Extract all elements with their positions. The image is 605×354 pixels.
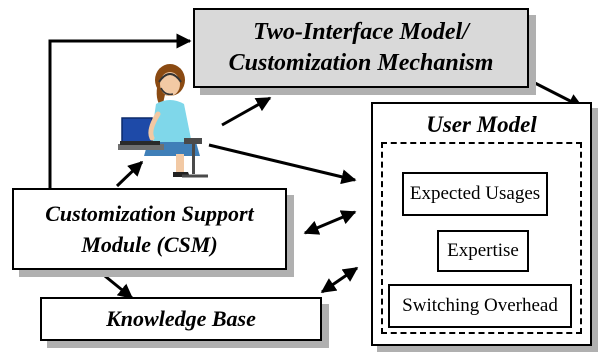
knowledge-base-box: Knowledge Base: [40, 297, 322, 341]
knowledge-base-label: Knowledge Base: [106, 306, 256, 331]
arrow-csm-to-user: [115, 160, 144, 188]
arrow-csm-to-tim: [48, 33, 192, 190]
arrow-csm-to-kb: [99, 270, 134, 300]
tim-line-1: Two-Interface Model/: [253, 19, 469, 45]
user-model-components-container: Expected Usages Expertise Switching Over…: [381, 142, 582, 334]
csm-line-2: Module (CSM): [81, 232, 218, 257]
arrow-user-to-tim: [221, 96, 272, 127]
user-model-title: User Model: [426, 112, 537, 137]
arrow-user-to-um: [208, 143, 357, 185]
two-interface-model-box: Two-Interface Model/ Customization Mecha…: [193, 8, 529, 88]
csm-line-1: Customization Support: [45, 201, 254, 226]
expected-usages-box: Expected Usages: [402, 172, 548, 216]
arrow-kb-um-bidirectional: [320, 266, 359, 294]
expertise-box: Expertise: [437, 230, 529, 272]
csm-box: Customization Support Module (CSM): [12, 188, 287, 270]
switching-overhead-box: Switching Overhead: [388, 284, 572, 328]
arrow-csm-um-bidirectional: [303, 210, 357, 235]
user-model-box: User Model Expected Usages Expertise Swi…: [371, 102, 592, 346]
tim-line-2: Customization Mechanism: [228, 50, 494, 76]
user-at-laptop-icon: [118, 64, 208, 178]
